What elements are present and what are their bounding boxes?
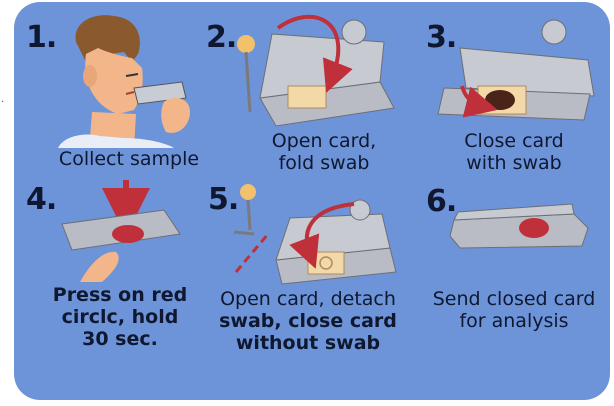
folding-card-icon <box>237 14 395 127</box>
step-caption-4-line: 30 sec. <box>82 328 158 350</box>
detach-swab-icon <box>233 184 397 285</box>
step-caption-2-line: fold swab <box>278 152 370 174</box>
step-number-4: 4. <box>26 182 57 217</box>
person-collecting-sample-icon <box>58 15 190 148</box>
step-caption-1: Collect sample <box>44 148 214 170</box>
step-number-5: 5. <box>208 182 239 217</box>
step-caption-6-line: Send closed card <box>432 288 596 310</box>
closed-card-icon <box>437 19 595 121</box>
step-caption-4: Press on red circlc, hold 30 sec. <box>40 284 200 350</box>
step-caption-2-line: Open card, <box>271 130 377 152</box>
step-number-6: 6. <box>426 184 457 219</box>
step-caption-2: Open card, fold swab <box>244 130 404 174</box>
illustrations <box>58 14 595 285</box>
step-caption-3-line: with swab <box>466 152 562 174</box>
edge-mark: · <box>1 97 5 108</box>
step-caption-1-line: Collect sample <box>58 148 200 170</box>
step-caption-3: Close card with swab <box>434 130 594 174</box>
step-number-1: 1. <box>26 20 57 55</box>
instruction-panel: 1. 2. 3. 4. 5. 6. Collect sample Open ca… <box>14 2 610 400</box>
step-caption-5-line: without swab <box>235 332 381 354</box>
step-caption-5-line: swab, close card <box>219 310 397 332</box>
step-caption-5: Open card, detach swab, close card witho… <box>210 288 406 354</box>
step-caption-3-line: Close card <box>464 130 564 152</box>
step-caption-4-line: Press on red <box>52 284 188 306</box>
step-caption-6-line: for analysis <box>459 310 569 332</box>
send-card-icon <box>449 203 589 249</box>
step-caption-4-line: circlc, hold <box>61 306 179 328</box>
press-finger-icon <box>61 180 181 282</box>
step-number-2: 2. <box>206 20 237 55</box>
step-number-3: 3. <box>426 20 457 55</box>
step-caption-5-line: Open card, detach <box>220 288 396 310</box>
step-caption-6: Send closed card for analysis <box>424 288 604 332</box>
